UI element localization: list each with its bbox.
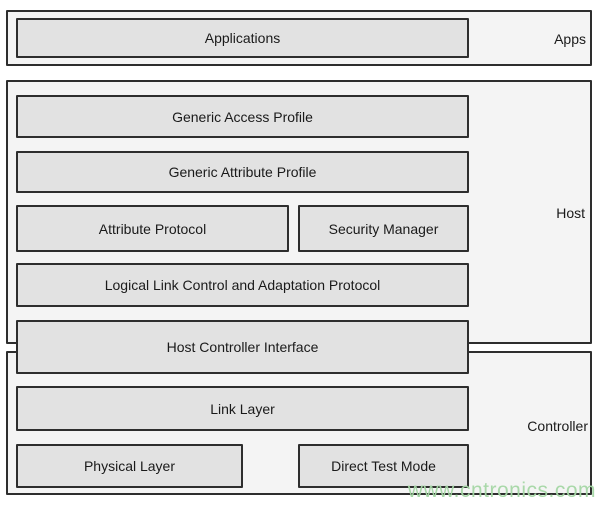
watermark-text: www.cntronics.com [407, 479, 596, 502]
generic-attribute-profile-box: Generic Attribute Profile [16, 151, 469, 193]
direct-test-mode-box: Direct Test Mode [298, 444, 469, 488]
host-controller-interface-box: Host Controller Interface [16, 320, 469, 374]
security-manager-box: Security Manager [298, 205, 469, 252]
generic-access-profile-box: Generic Access Profile [16, 95, 469, 138]
link-layer-box: Link Layer [16, 386, 469, 431]
controller-section-label: Controller [527, 418, 588, 434]
host-section-label: Host [556, 205, 585, 221]
physical-layer-box: Physical Layer [16, 444, 243, 488]
apps-section-label: Apps [554, 31, 586, 47]
applications-box: Applications [16, 18, 469, 58]
l2cap-box: Logical Link Control and Adaptation Prot… [16, 263, 469, 307]
attribute-protocol-box: Attribute Protocol [16, 205, 289, 252]
